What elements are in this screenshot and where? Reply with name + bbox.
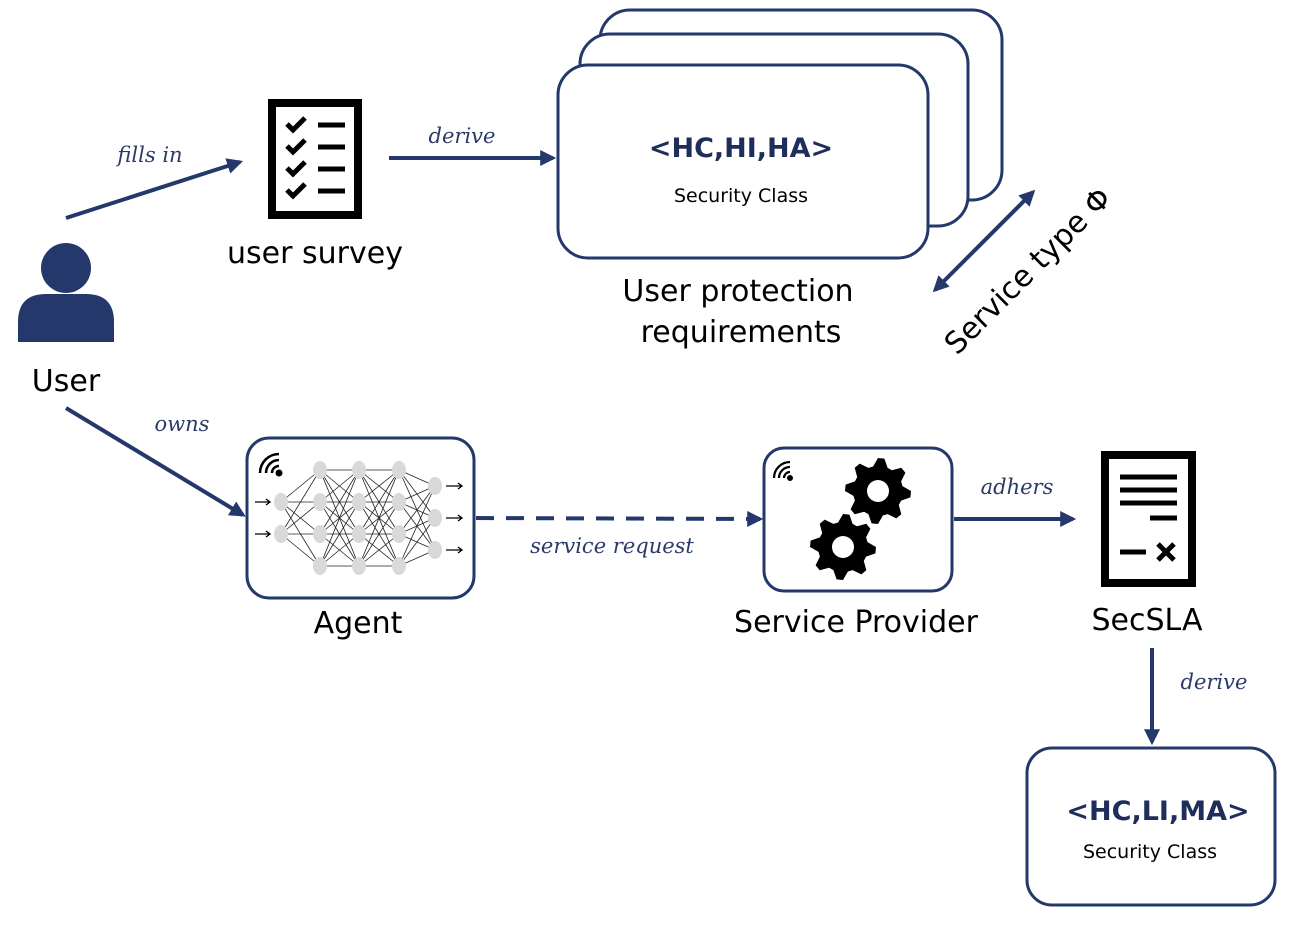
edge-label-derive-1: derive (429, 124, 496, 148)
edge-label-service-request: service request (530, 534, 694, 558)
agent-node[interactable]: Agent (245, 436, 476, 641)
derived-class-card (1025, 746, 1277, 907)
survey-node[interactable]: user survey (227, 99, 403, 271)
edge-label-adhers: adhers (981, 475, 1054, 499)
derived-class-node[interactable]: <HC,LI,MA> Security Class (1025, 746, 1277, 907)
requirements-card-front (556, 63, 930, 260)
secsla-label: SecSLA (1092, 603, 1203, 638)
secsla-node[interactable]: SecSLA (1092, 451, 1203, 638)
gears-icon (810, 458, 911, 580)
requirements-node[interactable]: <HC,HI,HA> Security Class User protectio… (556, 8, 1004, 350)
edge-adhers: adhers (954, 475, 1077, 527)
edge-fills-in: fills in (65, 143, 244, 220)
requirements-security-class: <HC,HI,HA> (649, 133, 833, 164)
edge-derive-requirements: derive (389, 124, 557, 166)
requirements-security-class-caption: Security Class (674, 185, 808, 207)
derived-security-class-caption: Security Class (1083, 841, 1217, 863)
wifi-icon (258, 452, 283, 477)
wifi-icon (772, 460, 793, 481)
requirements-label-line1: User protection (622, 274, 853, 309)
user-node[interactable]: User (18, 243, 114, 399)
survey-label: user survey (227, 236, 403, 271)
service-type-double-arrow (932, 189, 1036, 293)
user-label: User (32, 364, 101, 399)
edge-service-request: service request (475, 510, 764, 558)
edge-label-fills-in: fills in (115, 143, 182, 167)
contract-document-icon (1101, 451, 1196, 587)
agent-label: Agent (314, 606, 403, 641)
edge-label-derive-2: derive (1181, 670, 1248, 694)
checklist-icon (268, 99, 362, 219)
user-icon (18, 243, 114, 342)
service-provider-card (762, 446, 954, 593)
neural-network-icon (255, 461, 464, 575)
service-provider-label: Service Provider (734, 605, 979, 640)
edge-label-owns: owns (155, 412, 210, 436)
requirements-label-line2: requirements (641, 315, 842, 350)
service-provider-node[interactable]: Service Provider (734, 446, 979, 640)
edge-owns: owns (64, 406, 246, 517)
edge-derive-class: derive (1144, 648, 1248, 746)
derived-security-class: <HC,LI,MA> (1066, 796, 1249, 827)
